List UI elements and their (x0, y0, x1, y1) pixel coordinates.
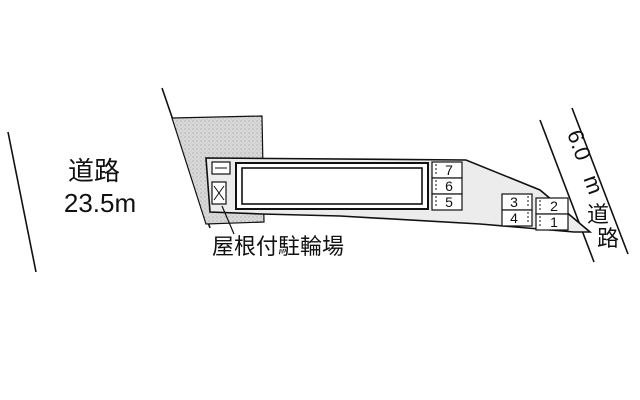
parking-slot-4: 4 (501, 209, 533, 227)
parking-slot-number: 7 (445, 162, 453, 178)
left-road-name: 道路 (68, 156, 120, 186)
left-road-edge-line (7, 131, 37, 273)
parking-slot-number: 1 (550, 214, 558, 230)
parking-slot-5: 5 (431, 193, 463, 211)
right-road-edge-line-1 (539, 119, 595, 263)
parking-slot-7: 7 (431, 161, 463, 179)
building-label: 屋根付駐輪場 (212, 234, 344, 259)
parking-slot-6: 6 (431, 177, 463, 195)
parking-slot-3: 3 (501, 193, 533, 211)
right-road-name-char-1: 道 (587, 202, 609, 227)
right-road-name-char-2: 路 (597, 226, 619, 251)
parking-slot-1: 1 (535, 213, 569, 231)
parking-slot-number: 6 (445, 178, 453, 194)
right-road-width-unit: m (579, 172, 609, 198)
left-road-width: 23.5m (64, 188, 136, 218)
building-inner (241, 167, 423, 205)
parking-slot-number: 3 (510, 194, 518, 210)
right-road-edge-line-2 (571, 107, 629, 255)
parking-slot-2: 2 (535, 197, 569, 215)
parking-slot-number: 4 (510, 210, 518, 226)
bicycle-rack-mark-2 (213, 185, 225, 201)
parking-slot-number: 5 (445, 194, 453, 210)
parking-slot-number: 2 (550, 198, 558, 214)
label-leader-line (221, 205, 235, 235)
